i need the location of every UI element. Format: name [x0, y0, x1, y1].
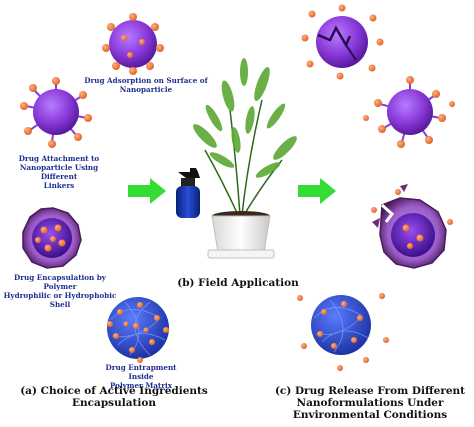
arrow-to-field-icon — [128, 178, 166, 204]
broken-shell-nanoparticle-icon — [371, 184, 453, 269]
linker-nanoparticle-icon — [20, 77, 92, 148]
potted-plant-icon — [193, 58, 297, 259]
spray-bottle-icon — [176, 168, 200, 218]
polymer-matrix-nanoparticle-icon — [107, 297, 169, 363]
adsorption-label: Drug Adsorption on Surface of Nanopartic… — [84, 76, 208, 94]
polymer-shell-nanoparticle-icon — [22, 207, 82, 269]
release-matrix-nanoparticle-icon — [297, 293, 389, 371]
release-linker-nanoparticle-icon — [363, 76, 455, 148]
encapsulation-label: Drug Encapsulation by Polymer Hydrophili… — [3, 273, 117, 309]
arrow-to-release-icon — [298, 178, 336, 204]
caption-encapsulation: (a) Choice of Active Ingredients Encapsu… — [20, 385, 208, 409]
attachment-label: Drug Attachment to Nanoparticle Using Di… — [18, 154, 100, 190]
caption-field-application: (b) Field Application — [177, 277, 299, 289]
cracked-nanoparticle-icon — [301, 4, 384, 80]
adsorption-nanoparticle-icon — [102, 13, 164, 75]
caption-drug-release: (c) Drug Release From Different Nanoform… — [274, 385, 466, 421]
entrapment-label: Drug Entrapment Inside Polymer Matrix — [105, 363, 177, 390]
